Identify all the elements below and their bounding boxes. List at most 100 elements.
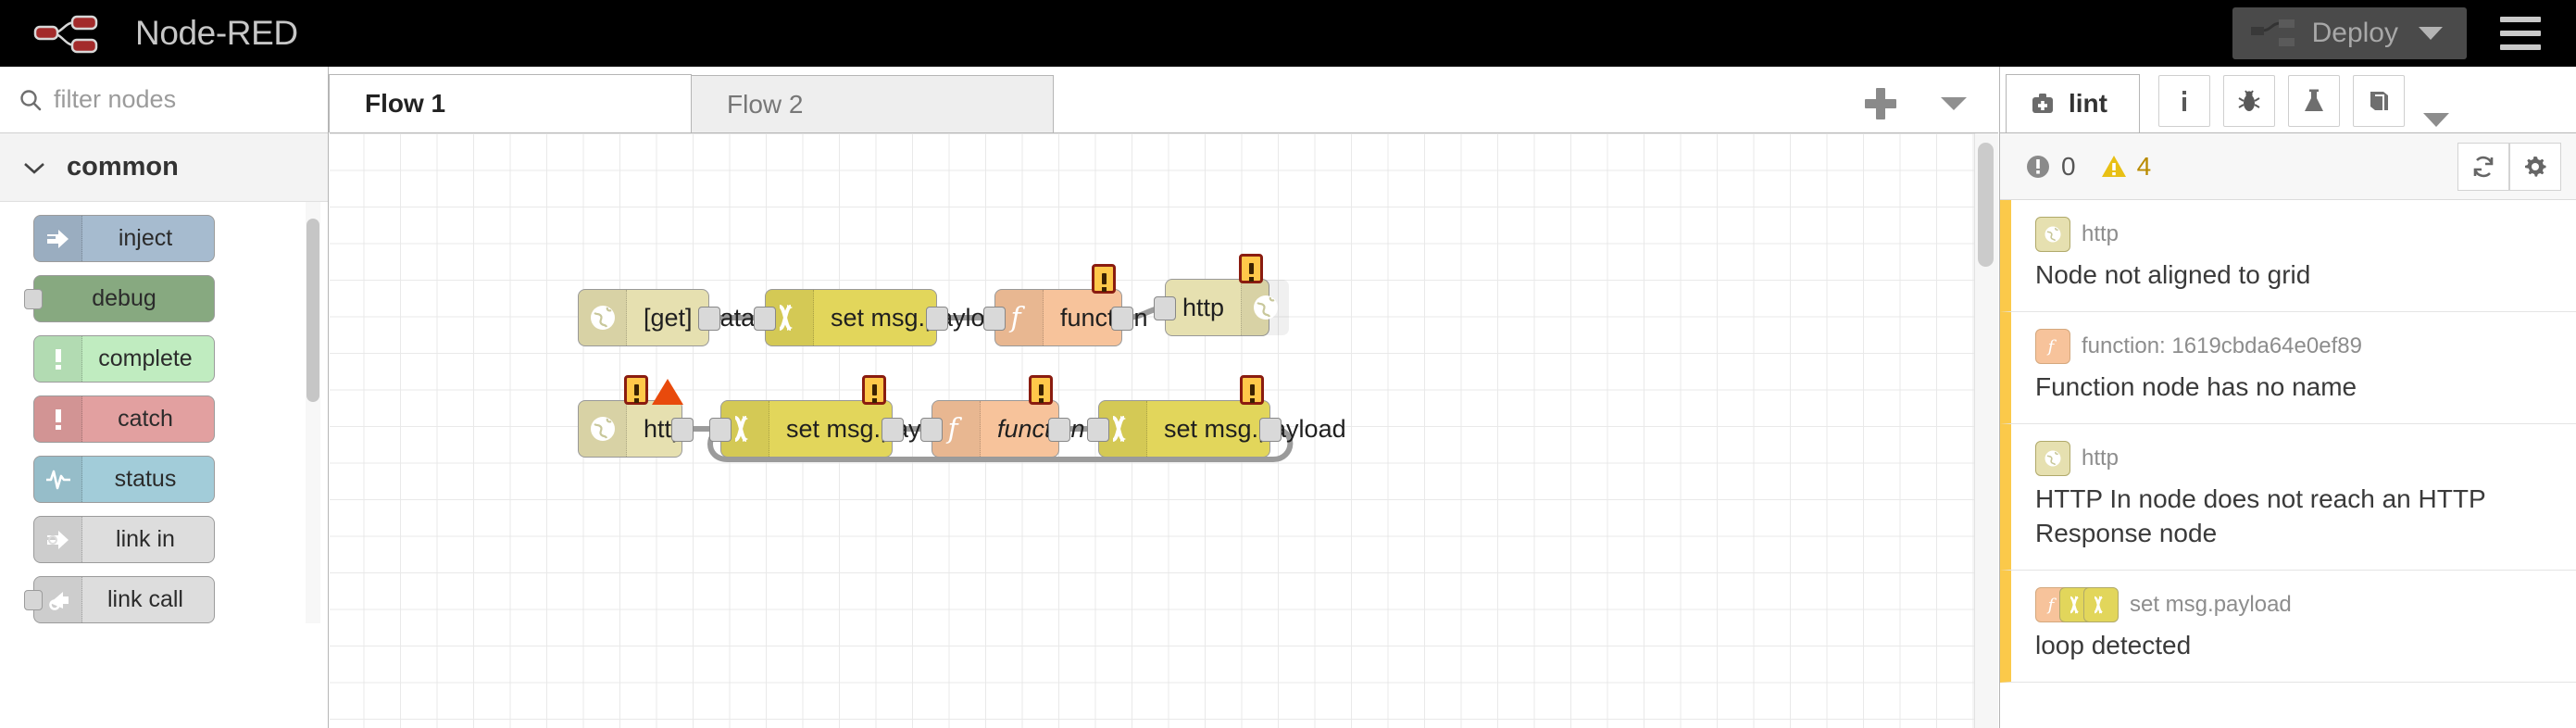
tab-lint[interactable]: lint [2006,74,2140,132]
palette-node-status[interactable]: status [33,456,215,503]
node-input-port[interactable] [983,307,1006,331]
node-input-port[interactable] [24,289,43,309]
node-warning-badge[interactable] [1029,375,1053,405]
node-output-port[interactable] [698,307,720,331]
palette-node-debug[interactable]: debug [24,275,215,322]
node-output-port[interactable] [1259,418,1282,442]
canvas-node-function-1[interactable]: f function 1 [920,375,1106,458]
flask-icon [2305,89,2323,111]
node-warning-badge[interactable] [1092,264,1116,294]
sidebar-overflow-chevron-down-icon[interactable] [2423,113,2449,127]
palette-node-link-call[interactable]: link call [24,576,215,623]
palette-node-label: inject [118,225,173,251]
palette-node-catch[interactable]: catch [33,395,215,443]
globe-icon [2035,440,2070,476]
tab-tests[interactable] [2288,75,2340,127]
canvas-node-http-in-get-data[interactable]: [get] /data [578,289,755,346]
warning-triangle-icon [2101,155,2126,177]
palette-scrollbar-thumb[interactable] [306,219,319,402]
palette-node-list: inject debug complete catch [0,202,328,623]
globe-icon [579,401,627,457]
tab-label: lint [2069,89,2107,118]
tab-info[interactable] [2158,75,2210,127]
palette-node-complete[interactable]: complete [33,335,215,383]
palette-category-label: common [67,152,179,182]
node-input-port[interactable] [920,418,943,442]
lint-item[interactable]: f function: 1619cbda64e0ef89 Function no… [2000,311,2576,424]
book-icon [2370,92,2388,110]
globe-icon [2035,217,2070,252]
node-output-port[interactable] [1048,418,1070,442]
change-icon [2083,586,2119,622]
node-output-port[interactable] [1111,307,1133,331]
svg-text:f: f [1008,302,1025,333]
error-count: 0 [2024,152,2076,182]
error-count-value: 0 [2061,151,2076,181]
lint-item-source: http [2082,221,2120,246]
settings-button[interactable] [2509,142,2561,191]
medical-kit-icon [2032,94,2053,113]
palette-node-label: catch [118,406,173,432]
lint-item-chips: f [2035,586,2119,622]
node-warning-badge[interactable] [1239,254,1263,283]
tab-flow-2[interactable]: Flow 2 [691,75,1054,132]
tab-help[interactable] [2353,75,2405,127]
node-output-port[interactable] [671,418,694,442]
canvas-node-http-response[interactable]: http [1154,254,1290,336]
canvas-node-change-set-msg-payload-3[interactable]: set msg.payload [1087,375,1346,458]
lint-item[interactable]: http HTTP In node does not reach an HTTP… [2000,423,2576,571]
palette-category-common[interactable]: common [0,133,328,202]
deploy-button[interactable]: Deploy [2232,7,2467,59]
node-label: set msg.payload [1164,414,1346,443]
tab-flow-1[interactable]: Flow 1 [329,74,692,132]
canvas-node-change-set-msg-payload-2[interactable]: set msg.payload [709,375,969,458]
lint-item-header: f function: 1619cbda64e0ef89 [2035,328,2556,364]
node-input-port[interactable] [754,307,776,331]
node-input-port[interactable] [1154,296,1176,320]
search-input[interactable] [54,85,285,114]
tab-menu-chevron-down-icon[interactable] [1941,97,1967,110]
deploy-icon [2250,19,2295,46]
gear-icon [2525,156,2546,177]
tab-debug[interactable] [2223,75,2275,127]
lint-item-message: Node not aligned to grid [2035,260,2311,289]
deploy-label: Deploy [2311,18,2398,48]
add-flow-button[interactable] [1865,88,1896,119]
chevron-down-icon [24,162,44,174]
node-input-port[interactable] [24,590,43,610]
node-input-port[interactable] [1087,418,1109,442]
warning-count: 4 [2100,152,2151,182]
link-in-icon [34,517,82,562]
node-output-port[interactable] [882,418,904,442]
sidebar-tabbar: lint [2000,67,2576,133]
lint-item[interactable]: http Node not aligned to grid [2000,200,2576,312]
node-label: http [1182,293,1225,321]
header-actions: Deploy [2232,0,2576,67]
function-icon: f [2035,328,2070,364]
lint-item-chips: f [2035,328,2070,364]
node-output-port[interactable] [926,307,948,331]
palette-node-label: status [114,466,177,492]
flow-canvas[interactable]: [get] /data set msg.payload f function [330,133,1998,728]
lint-item[interactable]: f set msg.payload loop detected [2000,570,2576,683]
hamburger-menu-icon[interactable] [2500,17,2541,50]
lint-counts: 0 4 [2000,133,2576,200]
canvas-scrollbar-thumb[interactable] [1978,143,1994,267]
lint-item-chips [2035,440,2070,476]
node-warning-badge[interactable] [624,375,648,405]
palette-node-link-in[interactable]: link in [33,516,215,563]
error-circle-icon [2027,155,2049,178]
canvas-node-change-set-msg-payload-1[interactable]: set msg.payload [754,289,1013,346]
info-icon [2182,91,2186,111]
palette-node-inject[interactable]: inject [33,215,215,262]
node-input-port[interactable] [709,418,732,442]
tab-label: Flow 2 [727,89,804,119]
svg-text:f: f [945,413,962,445]
tab-label: Flow 1 [365,89,446,118]
canvas-node-http-in-2[interactable]: http [578,375,694,458]
node-warning-badge[interactable] [1240,375,1264,405]
canvas-node-function[interactable]: f function [983,264,1148,346]
refresh-button[interactable] [2457,142,2509,191]
chevron-down-icon[interactable] [2419,27,2443,40]
node-warning-badge[interactable] [862,375,886,405]
